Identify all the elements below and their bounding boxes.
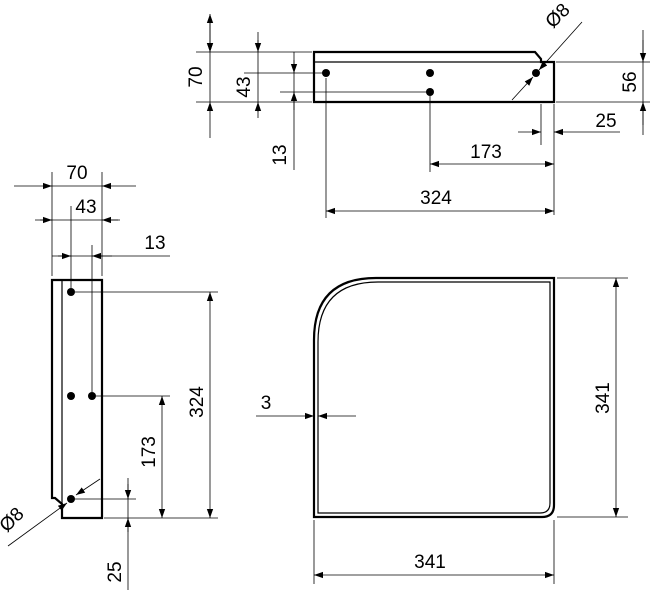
top-view-hole-diameter-label: Ø8 — [542, 0, 575, 33]
front-view: 3 341 341 — [256, 276, 628, 584]
top-view-hole — [426, 69, 434, 77]
front-view-thickness-label: 3 — [261, 393, 272, 414]
top-view-outline — [312, 50, 556, 104]
side-view-bottom-offset-label: 25 — [105, 561, 126, 582]
side-view-outline — [50, 278, 104, 520]
side-view: 70 43 13 324 173 25 Ø8 — [0, 163, 218, 590]
side-view-hole — [67, 495, 75, 503]
side-view-width-label: 70 — [66, 163, 87, 184]
front-view-height-label: 341 — [593, 382, 614, 414]
front-view-outline — [312, 276, 556, 519]
top-view: 70 43 13 Ø8 56 25 173 324 — [186, 0, 650, 218]
top-view-hole — [532, 69, 540, 77]
side-view-hole-spacing-label: 173 — [139, 436, 160, 468]
top-view-hole — [426, 88, 434, 96]
top-view-hole-spacing-label: 173 — [470, 142, 502, 163]
side-view-hole-offset-label: 43 — [75, 197, 96, 218]
side-view-hole-diameter-label: Ø8 — [0, 504, 29, 537]
side-view-hole — [67, 288, 75, 296]
side-view-length-label: 324 — [187, 386, 208, 418]
front-view-width-label: 341 — [414, 552, 446, 573]
side-view-hole — [67, 392, 75, 400]
front-view-inner-outline — [317, 281, 551, 514]
top-view-right-offset-label: 25 — [595, 111, 616, 132]
side-view-margin-label: 13 — [144, 233, 165, 254]
top-view-height-label: 70 — [186, 66, 207, 87]
top-view-length-label: 324 — [420, 188, 452, 209]
top-view-margin-label: 13 — [270, 144, 291, 165]
top-view-right-height-label: 56 — [620, 71, 641, 92]
side-view-hole — [88, 392, 96, 400]
top-view-hole-offset-label: 43 — [234, 76, 255, 97]
top-view-hole — [322, 69, 330, 77]
